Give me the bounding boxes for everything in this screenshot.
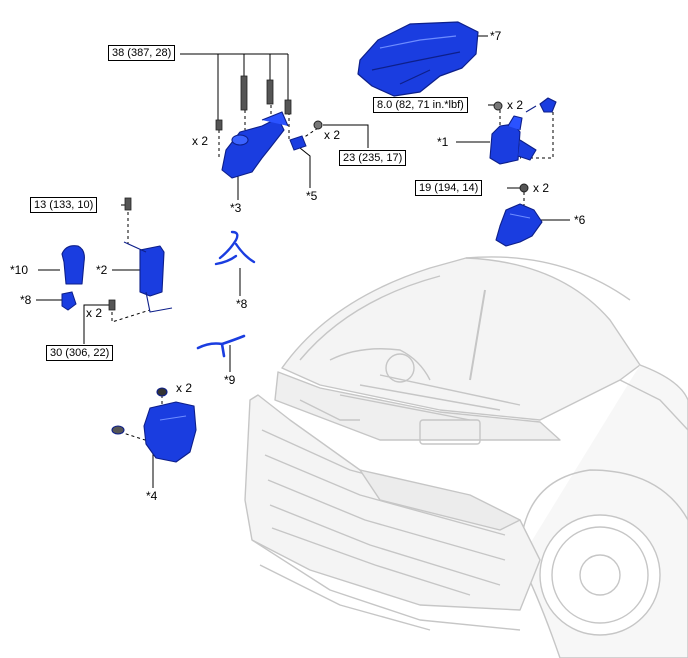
clip-part-8a <box>61 291 77 311</box>
qty-nut-5: x 2 <box>324 128 341 142</box>
qty-bolts-3: x 2 <box>192 134 209 148</box>
qty-screw-4: x 2 <box>176 381 193 395</box>
part-label-7: *7 <box>490 29 502 43</box>
torque-spec-38: 38 (387, 28) <box>108 45 176 61</box>
ecu-part-2 <box>123 241 173 313</box>
part-label-6: *6 <box>574 213 586 227</box>
torque-spec-19: 19 (194, 14) <box>415 180 483 196</box>
part-label-4: *4 <box>146 489 158 503</box>
part-label-10: *10 <box>10 263 29 277</box>
bolts-3 <box>215 75 292 131</box>
undercover-part-4 <box>111 387 197 463</box>
part-label-9: *9 <box>224 373 236 387</box>
bolt-2 <box>124 197 132 211</box>
hose-part-10 <box>61 245 85 285</box>
torque-spec-30: 30 (306, 22) <box>46 345 114 361</box>
nut-6 <box>519 183 529 193</box>
part-label-1: *1 <box>437 135 449 149</box>
part-label-8-middle: *8 <box>236 297 248 311</box>
harness-part-8b <box>214 230 256 266</box>
part-5 <box>289 120 323 151</box>
bracket-part-3 <box>221 111 289 179</box>
bracket-part-6 <box>495 203 543 247</box>
part-label-2: *2 <box>96 263 108 277</box>
part-label-5: *5 <box>306 189 318 203</box>
qty-bolt-2: x 2 <box>86 306 103 320</box>
torque-spec-8: 8.0 (82, 71 in.*lbf) <box>373 97 468 113</box>
nut-1 <box>493 101 503 111</box>
qty-nut-6: x 2 <box>533 181 550 195</box>
engine-cover-part <box>357 21 479 97</box>
vehicle-illustration <box>244 256 688 658</box>
qty-nut-1: x 2 <box>507 98 524 112</box>
part-label-3: *3 <box>230 201 242 215</box>
hose-part-9 <box>196 334 246 358</box>
bolt-2b <box>108 299 116 311</box>
torque-spec-13: 13 (133, 10) <box>30 197 98 213</box>
reservoir-part-1 <box>489 97 557 165</box>
part-label-8-left: *8 <box>20 293 32 307</box>
torque-spec-23: 23 (235, 17) <box>339 150 407 166</box>
